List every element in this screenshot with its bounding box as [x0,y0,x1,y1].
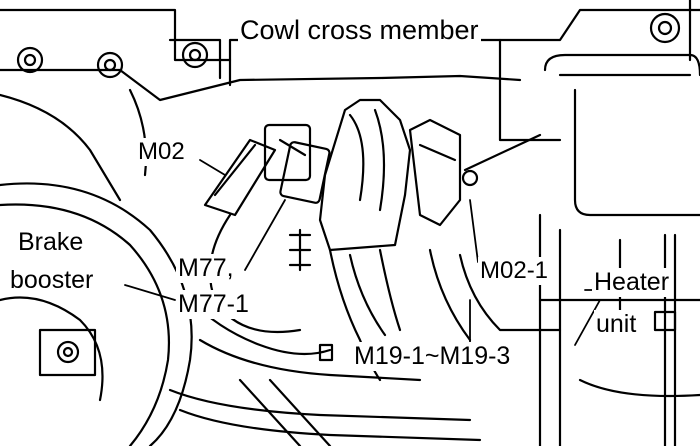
leader-m02 [199,159,226,176]
label-m77-line2: M77-1 [176,290,251,319]
label-cowl-cross-member: Cowl cross member [238,15,481,47]
label-heater-unit-line1: Heater [592,268,672,297]
leader-brake-booster [124,284,176,301]
label-brake-booster-line1: Brake [16,228,86,257]
connector-cluster [203,98,542,272]
leader-m19-right [574,299,601,346]
label-m77-line1: M77, [176,254,236,283]
label-m19-range: M19-1~M19-3 [352,342,513,371]
wiring-harness [168,213,562,446]
label-heater-unit-line2: unit [594,310,639,339]
label-brake-booster-line2: booster [8,266,96,295]
leader-m02-1 [469,199,479,263]
heater-unit-outline [538,53,700,446]
leader-m77 [244,199,286,271]
brake-booster-outline [0,88,193,446]
label-m02-1: M02-1 [478,257,551,285]
cowl-cross-member-structure [0,0,700,142]
label-m02: M02 [136,138,187,166]
leader-lines [124,159,641,346]
